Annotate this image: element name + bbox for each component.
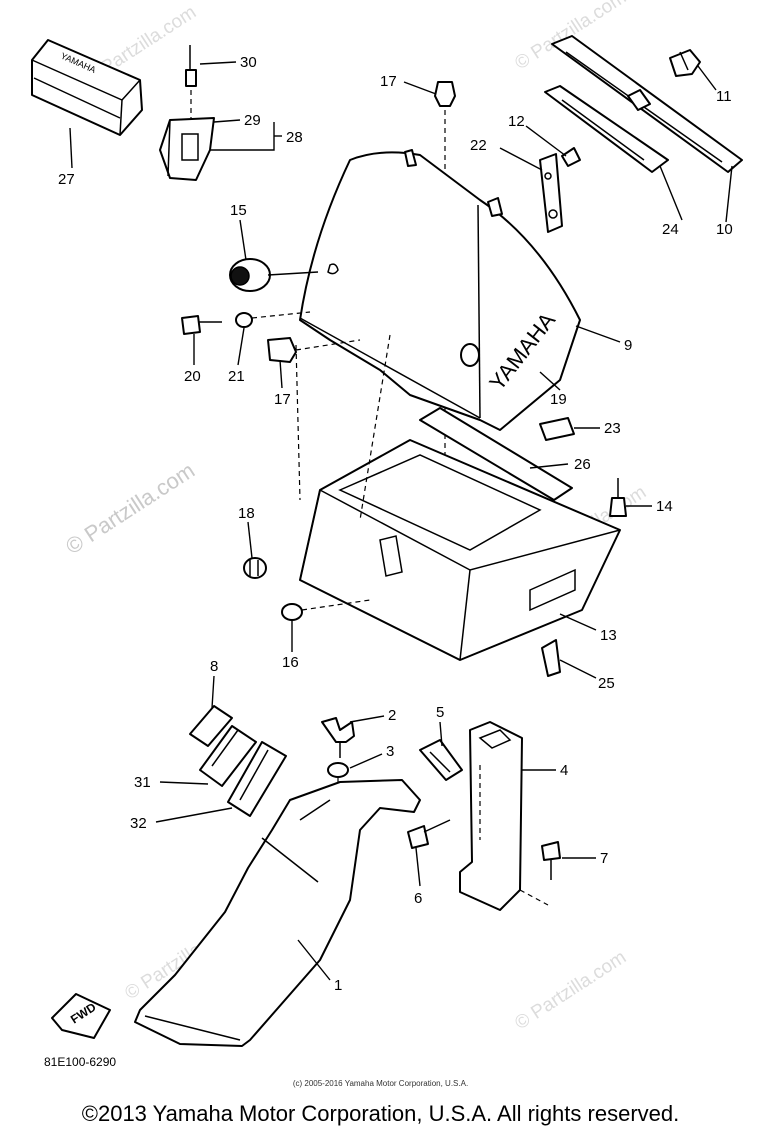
mount-bracket: [159, 45, 215, 181]
rubber-grommet: [419, 739, 463, 781]
grommet: [229, 258, 319, 292]
callout-9: 9: [624, 337, 632, 354]
callout-25: 25: [598, 675, 615, 692]
callout-26: 26: [574, 456, 591, 473]
drawing-code: 81E100-6290: [44, 1055, 116, 1069]
callout-7: 7: [600, 850, 608, 867]
bolt-left: [407, 819, 451, 849]
stay-bracket: [459, 721, 549, 911]
callout-21: 21: [228, 368, 245, 385]
clip: [541, 639, 561, 677]
callout-24: 24: [662, 221, 679, 238]
callout-15: 15: [230, 202, 247, 219]
callout-28: 28: [286, 129, 303, 146]
callout-5: 5: [436, 704, 444, 721]
callout-11: 11: [716, 88, 732, 105]
callout-8: 8: [210, 658, 218, 675]
grommet-small: [243, 557, 267, 579]
copyright-notice: ©2013 Yamaha Motor Corporation, U.S.A. A…: [81, 1101, 680, 1126]
callout-6: 6: [414, 890, 422, 907]
small-bracket: [539, 147, 581, 233]
callout-23: 23: [604, 420, 621, 437]
storage-box: [295, 334, 621, 661]
callout-22: 22: [470, 137, 487, 154]
seat-pad-box: YAMAHA: [31, 39, 143, 136]
callout-14: 14: [656, 498, 673, 515]
callout-27: 27: [58, 171, 75, 188]
callout-32: 32: [130, 815, 147, 832]
callout-17-side: 17: [274, 391, 291, 408]
bulb: [669, 49, 701, 77]
callout-17-top: 17: [380, 73, 397, 90]
leader-lines: [69, 61, 733, 981]
watermark-text: © Partzilla.com: [511, 947, 630, 1034]
callout-2: 2: [388, 707, 396, 724]
bolt-and-washer: [181, 311, 311, 335]
callout-4: 4: [560, 762, 568, 779]
callout-labels: 30 29 28 27 17 11 12 22 24 10 15 9 20 21…: [58, 54, 733, 994]
callout-29: 29: [244, 112, 261, 129]
adhesive-pads: [189, 705, 287, 817]
small-copyright: (c) 2005-2016 Yamaha Motor Corporation, …: [292, 1079, 469, 1088]
callout-20: 20: [184, 368, 201, 385]
fwd-arrow: FWD: [51, 993, 111, 1039]
callout-12: 12: [508, 113, 525, 130]
callout-16: 16: [282, 654, 299, 671]
bolt-right: [541, 841, 561, 880]
lens-assembly: [544, 35, 743, 173]
pad-and-strip: [419, 407, 575, 501]
main-bracket: [134, 779, 421, 1047]
pin: [609, 478, 627, 517]
callout-30: 30: [240, 54, 257, 71]
callout-13: 13: [600, 627, 617, 644]
callout-18: 18: [238, 505, 255, 522]
callout-19: 19: [550, 391, 567, 408]
rubber-plug-side: [267, 337, 361, 363]
callout-3: 3: [386, 743, 394, 760]
callout-1: 1: [334, 977, 342, 994]
callout-31: 31: [134, 774, 151, 791]
callout-10: 10: [716, 221, 733, 238]
watermark-text: © Partzilla.com: [61, 457, 199, 559]
tail-cover: YAMAHA: [299, 149, 581, 431]
